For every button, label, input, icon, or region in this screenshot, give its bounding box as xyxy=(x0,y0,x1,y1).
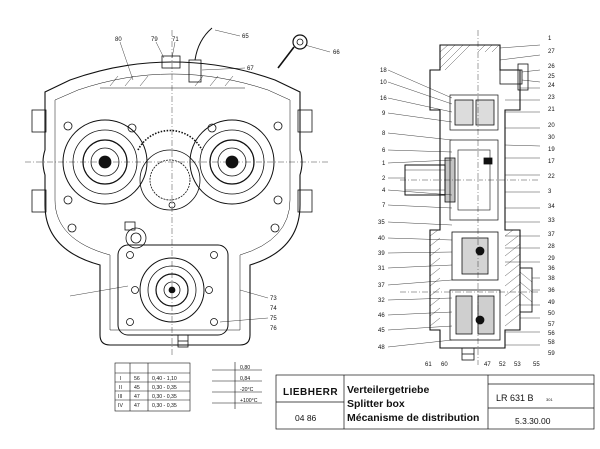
table-cell: 45 xyxy=(134,385,140,391)
table-cell: I xyxy=(120,376,121,382)
callout: 27 xyxy=(548,49,555,55)
callout: 45 xyxy=(378,328,385,334)
callout: 16 xyxy=(380,96,387,102)
brand-logo: LIEBHERR xyxy=(283,387,338,398)
table-cell: III xyxy=(118,394,122,400)
callout: 48 xyxy=(378,345,385,351)
callout: 35 xyxy=(378,220,385,226)
callout: 57 xyxy=(548,322,555,328)
model-suffix: 301 xyxy=(546,397,553,402)
callout: 61 xyxy=(425,362,432,368)
table-cell: 47 xyxy=(134,394,140,400)
callout: 67 xyxy=(247,66,254,72)
callout: 76 xyxy=(270,326,277,332)
table-cell: II xyxy=(119,385,122,391)
callout: 7 xyxy=(382,203,386,209)
callout: 49 xyxy=(548,300,555,306)
callout: 75 xyxy=(270,316,277,322)
callout: 28 xyxy=(548,244,555,250)
callout: 10 xyxy=(380,80,387,86)
callout: 1 xyxy=(548,36,552,42)
table-cell: 0,30 - 0,35 xyxy=(152,385,177,391)
callout: 46 xyxy=(378,313,385,319)
callout: 1 xyxy=(382,161,386,167)
callout: 24 xyxy=(548,83,555,89)
callout: 56 xyxy=(548,331,555,337)
callout: 19 xyxy=(548,147,555,153)
callout: 21 xyxy=(548,107,555,113)
title-french: Mécanisme de distribution xyxy=(347,412,479,424)
callout: 8 xyxy=(382,131,386,137)
section-leaders-left xyxy=(387,69,453,348)
spec-value: 0,84 xyxy=(240,376,250,382)
callout: 60 xyxy=(441,362,448,368)
callout: 80 xyxy=(115,37,122,43)
bottom-callouts: 61 60 47 52 53 55 xyxy=(425,362,540,368)
callout: 33 xyxy=(548,218,555,224)
callout: 38 xyxy=(548,276,555,282)
callout: 32 xyxy=(378,298,385,304)
callout: 39 xyxy=(378,251,385,257)
callout: 40 xyxy=(378,236,385,242)
page-number: 5.3.30.00 xyxy=(515,416,551,426)
callout: 17 xyxy=(548,159,555,165)
callout: 79 xyxy=(151,37,158,43)
table-cell: 56 xyxy=(134,376,140,382)
callout: 36 xyxy=(548,288,555,294)
callout: 59 xyxy=(548,351,555,357)
callout: 71 xyxy=(172,37,179,43)
callout: 52 xyxy=(499,362,506,368)
callout: 34 xyxy=(548,204,555,210)
title-block: LIEBHERR Verteilergetriebe Splitter box … xyxy=(275,374,595,430)
table-cell: 47 xyxy=(134,403,140,409)
callout: 37 xyxy=(548,232,555,238)
callout: 65 xyxy=(242,34,249,40)
table-cell: 0,40 - 1,10 xyxy=(152,376,177,382)
callout: 2 xyxy=(382,176,386,182)
model-number: LR 631 B xyxy=(496,393,534,403)
title-english: Splitter box xyxy=(347,398,405,410)
callout: 25 xyxy=(548,74,555,80)
spec-values: 0,80 0,84 -20°C +100°C xyxy=(212,362,262,409)
section-callouts-right: 1 27 26 25 24 23 21 20 30 19 17 22 3 34 … xyxy=(548,36,555,357)
section-leaders-right xyxy=(499,44,541,346)
callout: 9 xyxy=(382,111,386,117)
section-callouts-left: 18 10 16 9 8 6 1 2 4 7 35 40 39 31 37 32… xyxy=(378,68,387,351)
callout: 36 xyxy=(548,266,555,272)
spec-value: 0,80 xyxy=(240,365,250,371)
callout: 22 xyxy=(548,174,555,180)
spec-value: -20°C xyxy=(240,387,254,393)
table-cell: 0,30 - 0,35 xyxy=(152,394,177,400)
callout: 3 xyxy=(548,189,552,195)
callout: 50 xyxy=(548,311,555,317)
issue-date: 04 86 xyxy=(295,413,317,423)
callout: 20 xyxy=(548,123,555,129)
callout: 47 xyxy=(484,362,491,368)
front-view xyxy=(25,27,331,355)
callout: 23 xyxy=(548,95,555,101)
callout: 30 xyxy=(548,135,555,141)
callout: 55 xyxy=(533,362,540,368)
backlash-table: I 56 0,40 - 1,10 II 45 0,30 - 0,35 III 4… xyxy=(114,362,191,412)
table-cell: 0,30 - 0,35 xyxy=(152,403,177,409)
front-view-callouts: 80 79 71 65 66 67 73 74 75 76 xyxy=(115,34,340,332)
callout: 4 xyxy=(382,188,386,194)
section-view xyxy=(400,30,540,365)
callout: 31 xyxy=(378,266,385,272)
callout: 74 xyxy=(270,306,277,312)
callout: 18 xyxy=(380,68,387,74)
callout: 29 xyxy=(548,256,555,262)
callout: 58 xyxy=(548,340,555,346)
callout: 73 xyxy=(270,296,277,302)
spec-value: +100°C xyxy=(240,398,258,404)
callout: 66 xyxy=(333,50,340,56)
callout: 37 xyxy=(378,283,385,289)
table-cell: IV xyxy=(118,403,123,409)
callout: 6 xyxy=(382,148,386,154)
callout: 26 xyxy=(548,64,555,70)
callout: 53 xyxy=(514,362,521,368)
title-german: Verteilergetriebe xyxy=(347,384,429,396)
